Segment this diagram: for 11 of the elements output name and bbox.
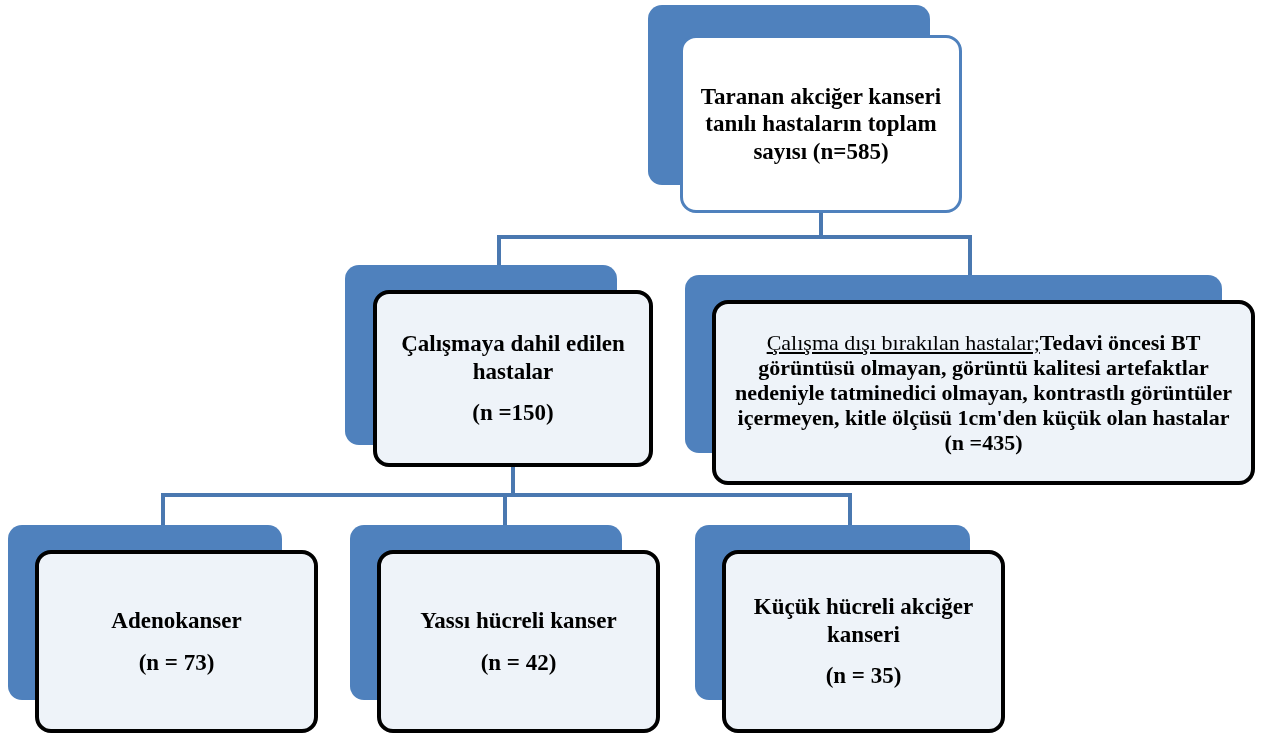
box-title: Yassı hücreli kanser [420,606,617,635]
box-text: Çalışma dışı bırakılan hastalar;Tedavi öncesi BT görüntüsü olmayan, görüntü kalitesi artefaktlar nedeniyle tatminedici olmayan, kontrastlı görüntüler içermeyen, kitle ölçüsü 1cm'den küçük olan hastalar (n =435) [734,329,1233,456]
count-text: (n = 42) [480,648,557,677]
count-text: (n = 73) [138,648,215,677]
count-text: (n = 35) [825,662,902,690]
connector-line [819,213,972,275]
box-title: Taranan akciğer kanseri tanılı hastaların toplam sayısı (n=585) [699,82,943,166]
box-title: Çalışmaya dahil edilen hastalar [400,330,626,386]
box-title: Adenokanser [111,606,242,635]
count-text: (n =150) [472,399,554,427]
box-title: Küçük hücreli akciğer kanseri [752,593,975,649]
